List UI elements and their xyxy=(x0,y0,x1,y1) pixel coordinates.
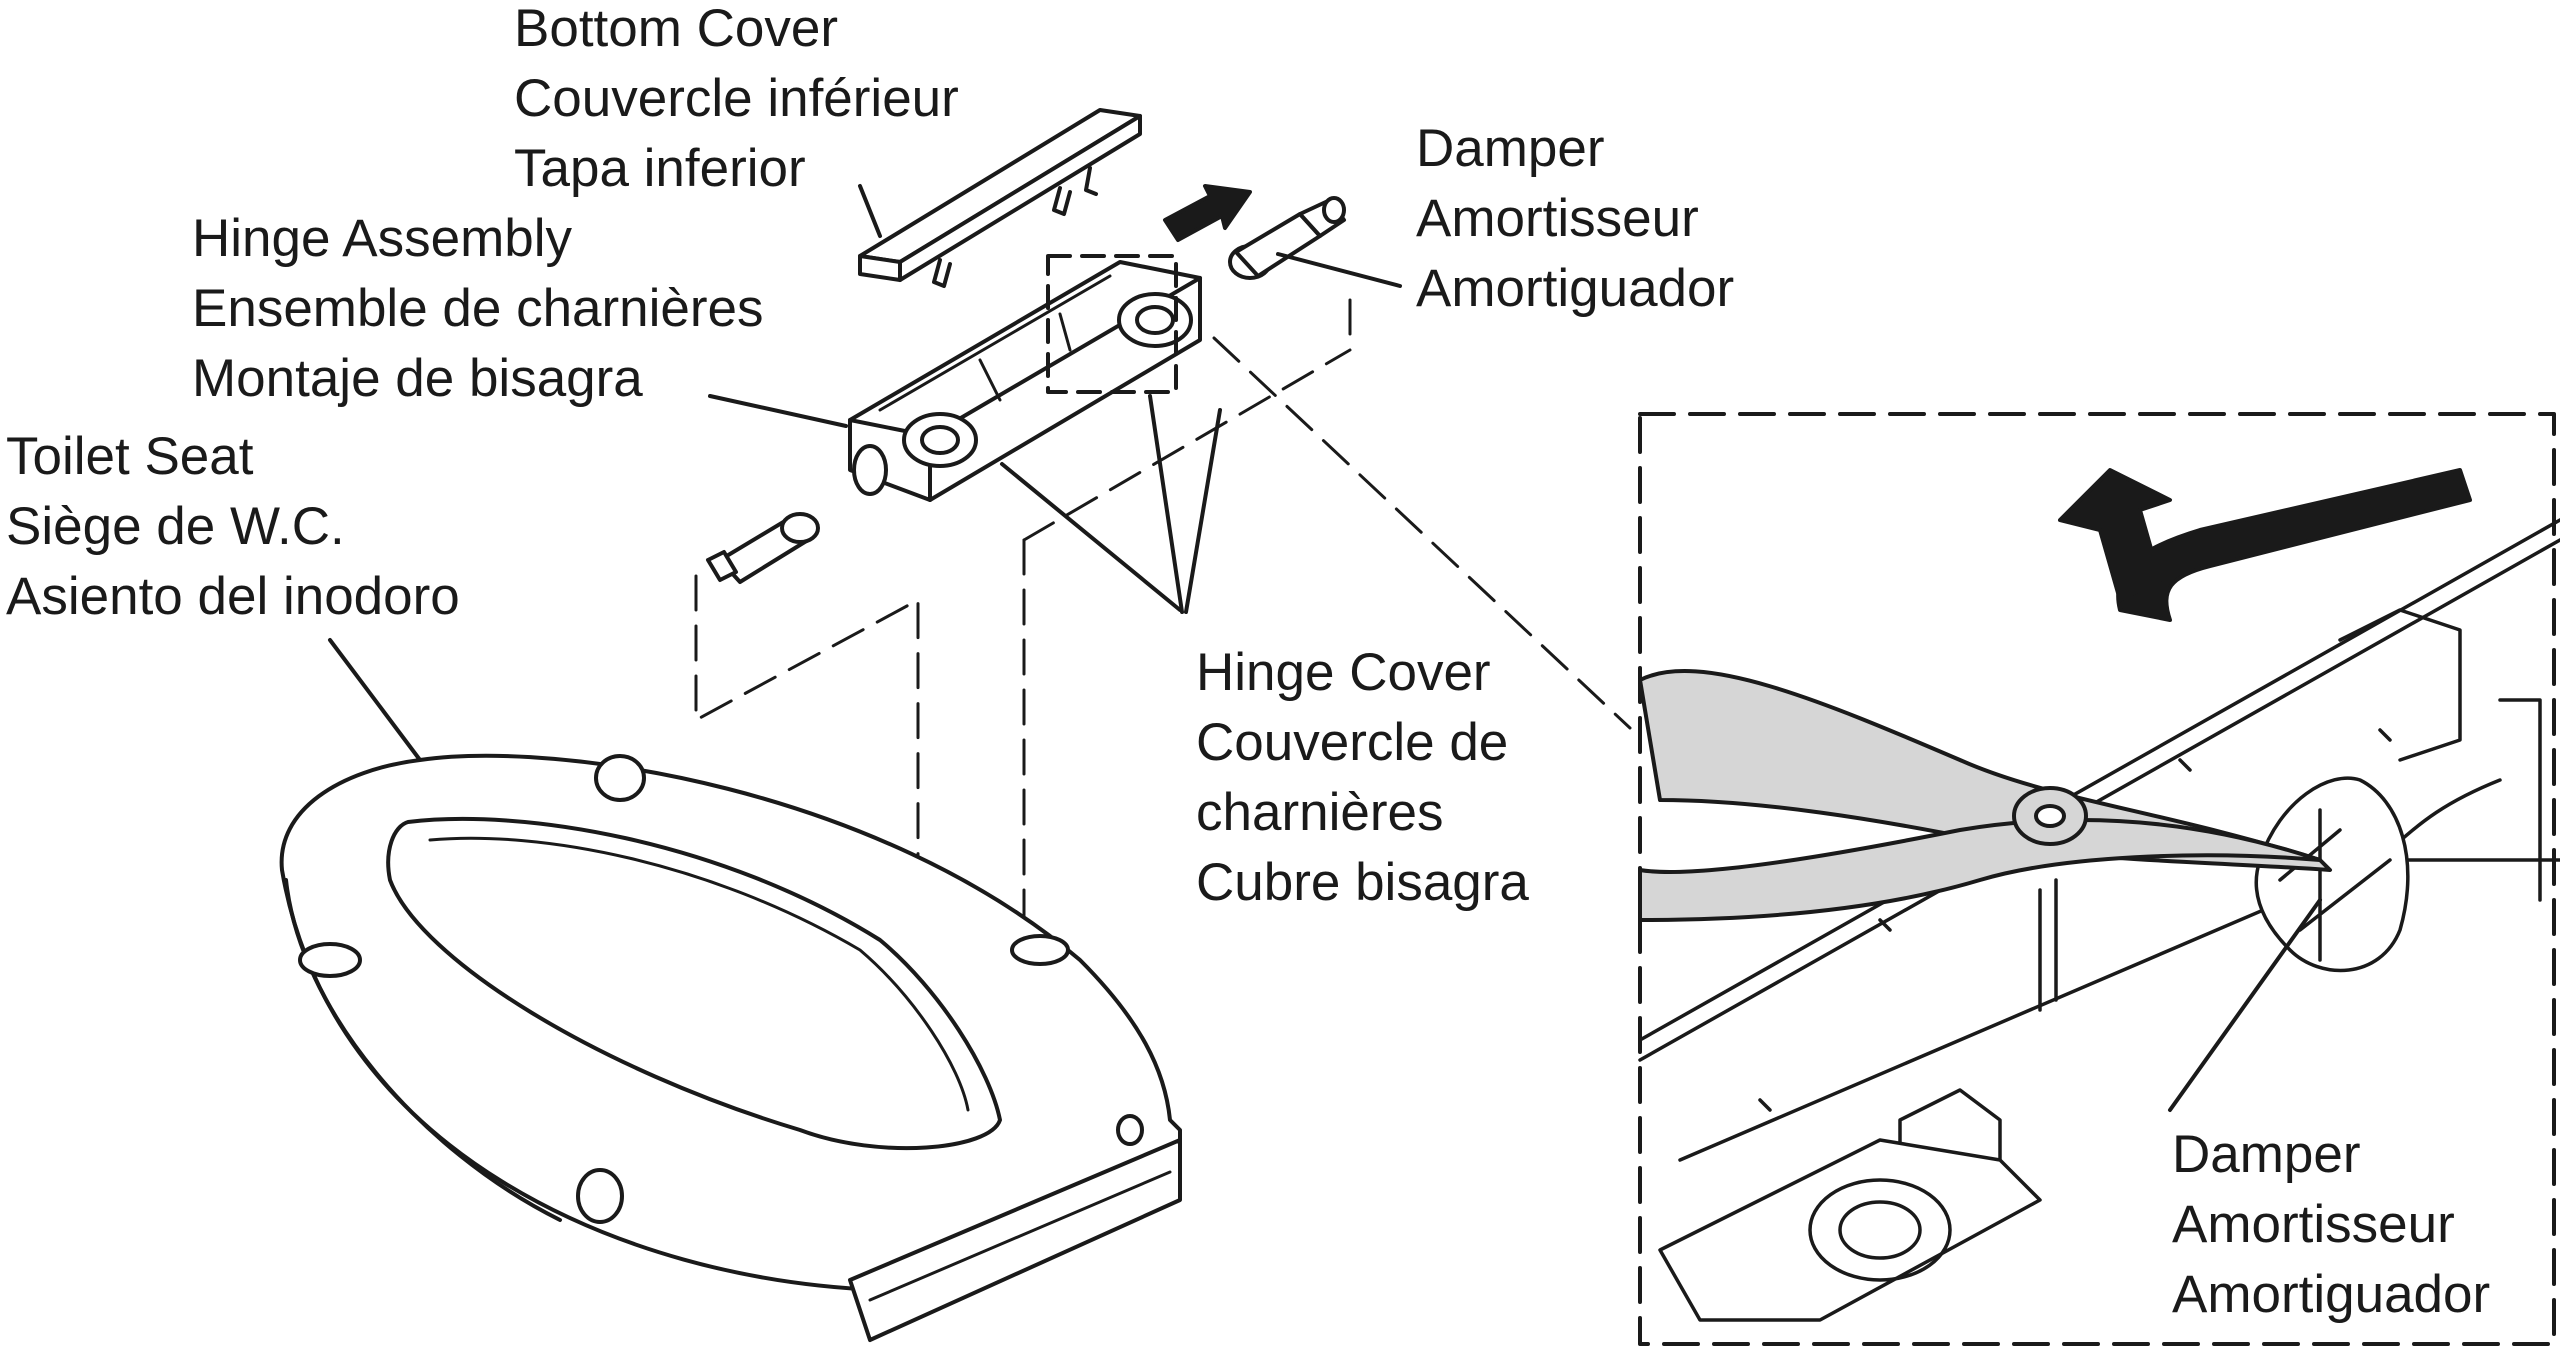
label-line: Hinge Cover xyxy=(1196,643,1491,702)
damper-left-part xyxy=(706,512,820,584)
toilet-seat-part xyxy=(279,753,1182,1342)
label-line: Hinge Assembly xyxy=(192,209,573,268)
label-line: Couvercle de xyxy=(1196,713,1509,772)
bottom-cover-part xyxy=(858,108,1142,288)
pliers-icon xyxy=(1638,669,2332,922)
detail-frame-small xyxy=(1046,254,1178,394)
label-hinge-cover: Hinge Cover Couvercle de charnières Cubr… xyxy=(1196,638,1529,918)
label-damper-top: Damper Amortisseur Amortiguador xyxy=(1416,114,1734,324)
label-line: Amortisseur xyxy=(2172,1195,2455,1254)
label-hinge-assembly: Hinge Assembly Ensemble de charnières Mo… xyxy=(192,204,764,414)
lift-arrow-icon xyxy=(2058,468,2472,622)
label-line: charnières xyxy=(1196,783,1444,842)
label-line: Damper xyxy=(1416,119,1605,178)
label-line: Toilet Seat xyxy=(6,427,254,486)
hinge-assembly-part xyxy=(848,260,1202,502)
label-line: Amortiguador xyxy=(1416,259,1735,318)
label-line: Amortisseur xyxy=(1416,189,1699,248)
label-bottom-cover: Bottom Cover Couvercle inférieur Tapa in… xyxy=(514,0,959,204)
label-line: Tapa inferior xyxy=(514,139,806,198)
label-line: Damper xyxy=(2172,1125,2361,1184)
label-line: Couvercle inférieur xyxy=(514,69,959,128)
label-line: Amortiguador xyxy=(2172,1265,2491,1324)
label-line: Siège de W.C. xyxy=(6,497,345,556)
label-line: Asiento del inodoro xyxy=(6,567,460,626)
label-line: Bottom Cover xyxy=(514,0,839,58)
label-line: Montaje de bisagra xyxy=(192,349,643,408)
detail-hinge-interior xyxy=(1638,518,2560,1322)
damper-top-part xyxy=(1228,196,1346,280)
label-damper-detail: Damper Amortisseur Amortiguador xyxy=(2172,1120,2490,1330)
label-toilet-seat: Toilet Seat Siège de W.C. Asiento del in… xyxy=(6,422,460,632)
label-line: Ensemble de charnières xyxy=(192,279,764,338)
label-line: Cubre bisagra xyxy=(1196,853,1529,912)
